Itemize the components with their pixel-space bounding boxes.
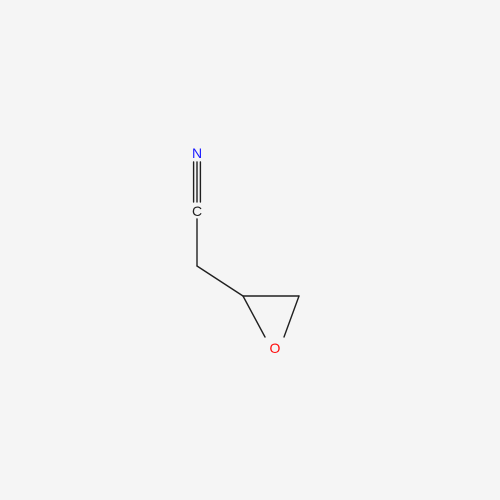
atom-label-carbon: C [192, 203, 202, 219]
atom-label-oxygen: O [270, 340, 281, 356]
triple-bond-cn [192, 161, 202, 203]
bond-ring-co-left [242, 295, 266, 338]
bond-ch2-ring [196, 265, 244, 297]
bond-ring-co-right [283, 295, 300, 338]
atom-label-nitrogen: N [192, 145, 202, 161]
